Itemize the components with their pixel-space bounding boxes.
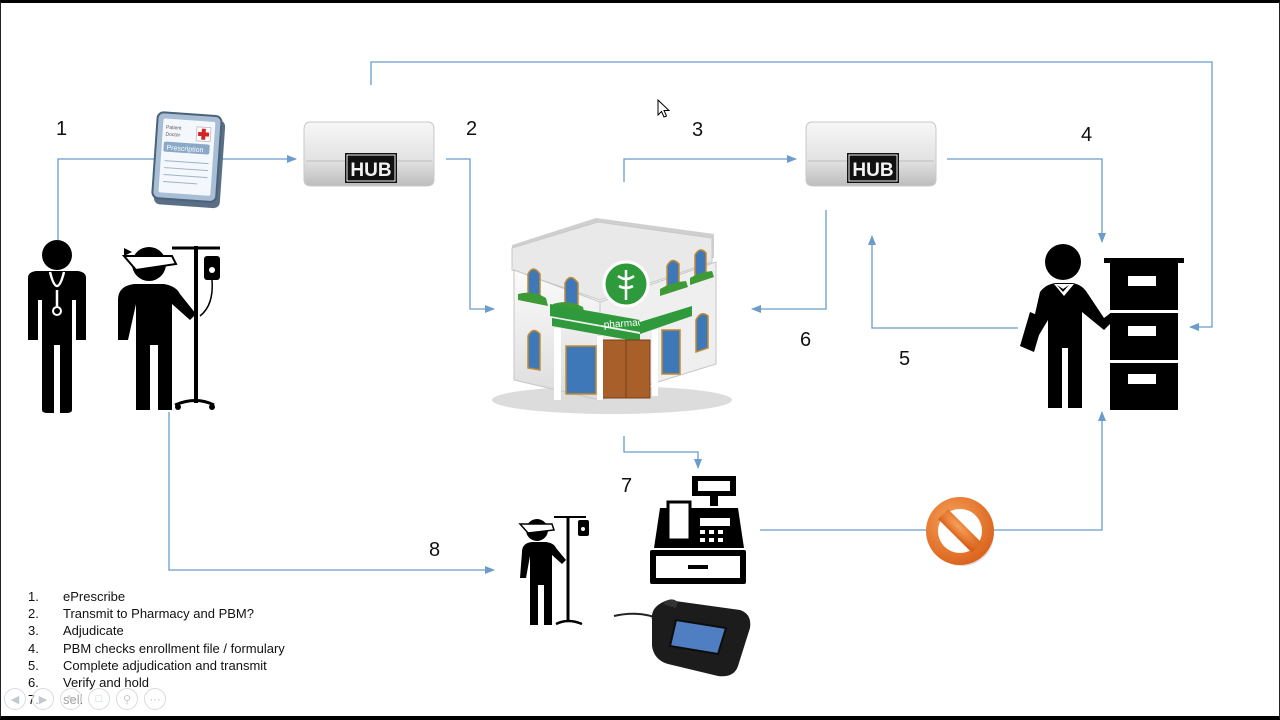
arrow-pharmacy-to-register: [623, 436, 702, 469]
step-label-4: 4: [1081, 124, 1093, 146]
arrow-pbm-to-hub2: [868, 235, 1018, 329]
svg-text:pharmacy: pharmacy: [603, 317, 648, 331]
zoom-icon[interactable]: ⚲: [116, 688, 138, 710]
arrow-register-to-pbm: [760, 411, 1106, 531]
buyer-patient-icon: [518, 516, 589, 626]
svg-text:Patient: Patient: [166, 125, 183, 132]
legend-item: 4.PBM checks enrollment file / formulary: [28, 640, 285, 656]
arrow-hub-to-pharmacy: [446, 158, 495, 313]
more-icon[interactable]: ⋯: [144, 688, 166, 710]
arrow-patient-to-buyer: [168, 412, 495, 574]
step-label-8: 8: [429, 539, 441, 561]
patient-iv-icon: [118, 246, 220, 410]
step-label-6: 6: [800, 329, 812, 351]
legend-item: 2.Transmit to Pharmacy and PBM?: [28, 606, 254, 622]
step-label-5: 5: [899, 348, 911, 370]
steps-legend: 1.ePrescribe 2.Transmit to Pharmacy and …: [28, 588, 285, 708]
slides-icon[interactable]: □: [88, 688, 110, 710]
doctor-icon: [28, 240, 86, 413]
legend-item: 3.Adjudicate: [28, 623, 124, 639]
cash-register-icon: [650, 476, 746, 584]
prescription-icon: Patient Doctor Prescription: [151, 111, 226, 209]
legend-item: 6.Verify and hold: [28, 674, 150, 690]
hub-left-icon: HUB: [303, 121, 435, 187]
svg-text:Doctor: Doctor: [165, 132, 180, 139]
step-label-7: 7: [621, 475, 633, 497]
arrow-hub2-to-pbm: [947, 158, 1106, 243]
step-label-1: 1: [56, 118, 68, 140]
signature-pad-icon: [613, 599, 751, 677]
legend-item: 5.Complete adjudication and transmit: [28, 657, 267, 673]
next-icon[interactable]: ▶: [32, 688, 54, 710]
svg-text:HUB: HUB: [852, 160, 893, 181]
svg-text:Prescription: Prescription: [166, 145, 203, 155]
prohibited-icon: [926, 497, 994, 566]
pbm-cabinet-icon: [1020, 244, 1184, 410]
pen-icon[interactable]: ✎: [60, 688, 82, 710]
arrow-top-loop-to-pbm: [370, 61, 1213, 331]
arrow-pharmacy-to-hub2: [623, 155, 797, 182]
mouse-cursor-icon: [657, 99, 671, 118]
slideshow-controls: ◀ ▶ ✎ □ ⚲ ⋯: [4, 688, 166, 712]
hub-right-icon: HUB: [805, 121, 937, 187]
step-label-2: 2: [466, 118, 478, 140]
prev-icon[interactable]: ◀: [4, 688, 26, 710]
step-label-3: 3: [692, 119, 704, 141]
svg-text:HUB: HUB: [350, 160, 391, 181]
pharmacy-building-icon: pharmacy: [492, 218, 732, 414]
legend-item: 1.ePrescribe: [28, 589, 126, 604]
arrow-hub2-to-pharmacy: [751, 210, 827, 313]
